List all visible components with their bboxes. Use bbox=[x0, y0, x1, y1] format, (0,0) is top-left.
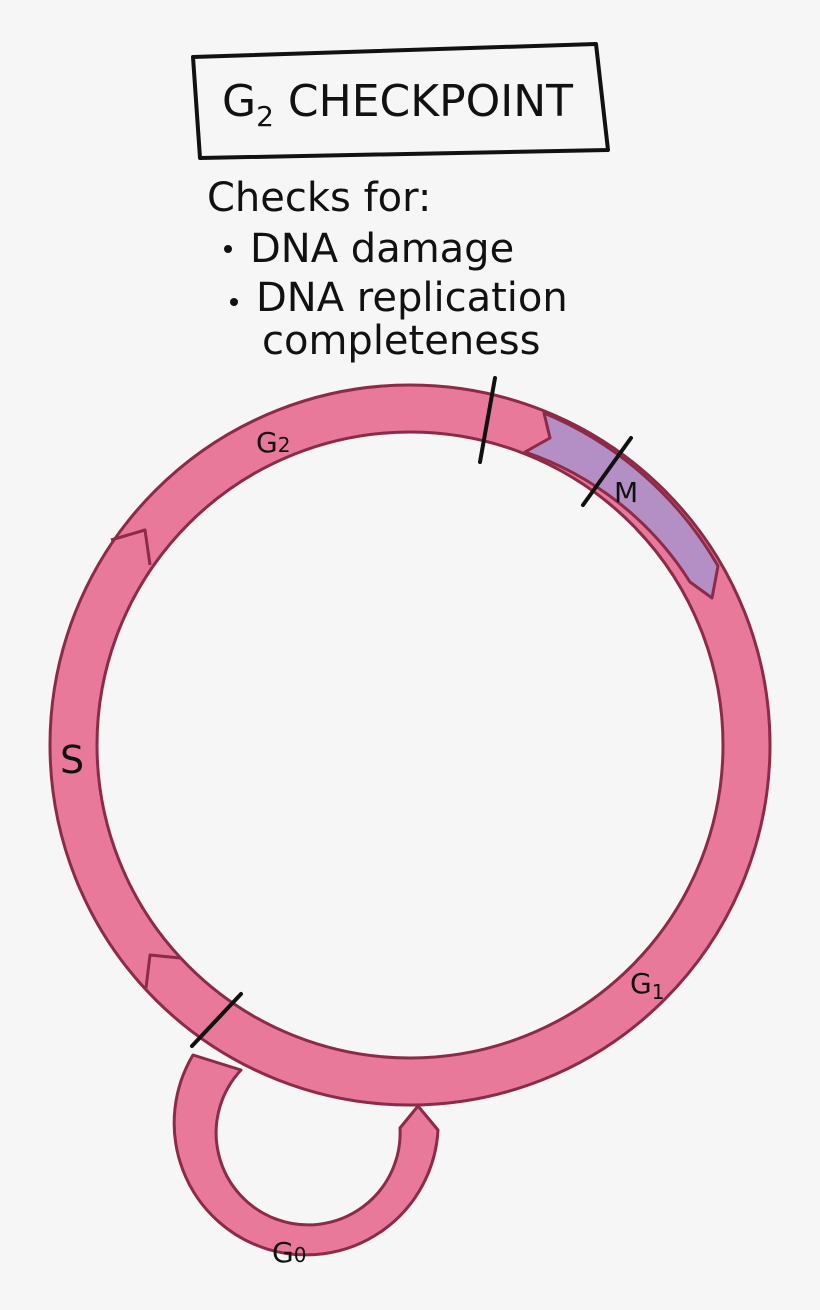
title-box: G2 CHECKPOINT bbox=[191, 42, 610, 160]
label-g2: G2 bbox=[256, 426, 290, 459]
cell-cycle-ring bbox=[48, 383, 772, 1107]
checks-note: Checks for: DNA damage DNA replication c… bbox=[207, 175, 568, 364]
arrow-notch-s bbox=[144, 953, 181, 989]
bullet-icon bbox=[224, 245, 232, 253]
g0-loop bbox=[172, 1053, 440, 1257]
note-bullet-2-cont: completeness bbox=[262, 318, 540, 364]
note-bullet-1: DNA damage bbox=[250, 226, 514, 272]
g2-checkpoint-mark bbox=[478, 376, 497, 464]
arrow-notch-g2 bbox=[110, 528, 152, 566]
m-phase-segment bbox=[523, 411, 720, 600]
label-m: M bbox=[614, 476, 638, 509]
note-bullet-2: DNA replication bbox=[256, 275, 568, 321]
label-g1: G1 bbox=[630, 967, 664, 1004]
title-text: G2 CHECKPOINT bbox=[222, 76, 573, 133]
label-g0: G0 bbox=[272, 1236, 306, 1269]
label-s: S bbox=[60, 738, 84, 782]
note-heading: Checks for: bbox=[207, 175, 431, 221]
g1-checkpoint-mark bbox=[190, 992, 243, 1048]
bullet-icon bbox=[230, 298, 238, 306]
m-checkpoint-mark bbox=[581, 436, 633, 507]
